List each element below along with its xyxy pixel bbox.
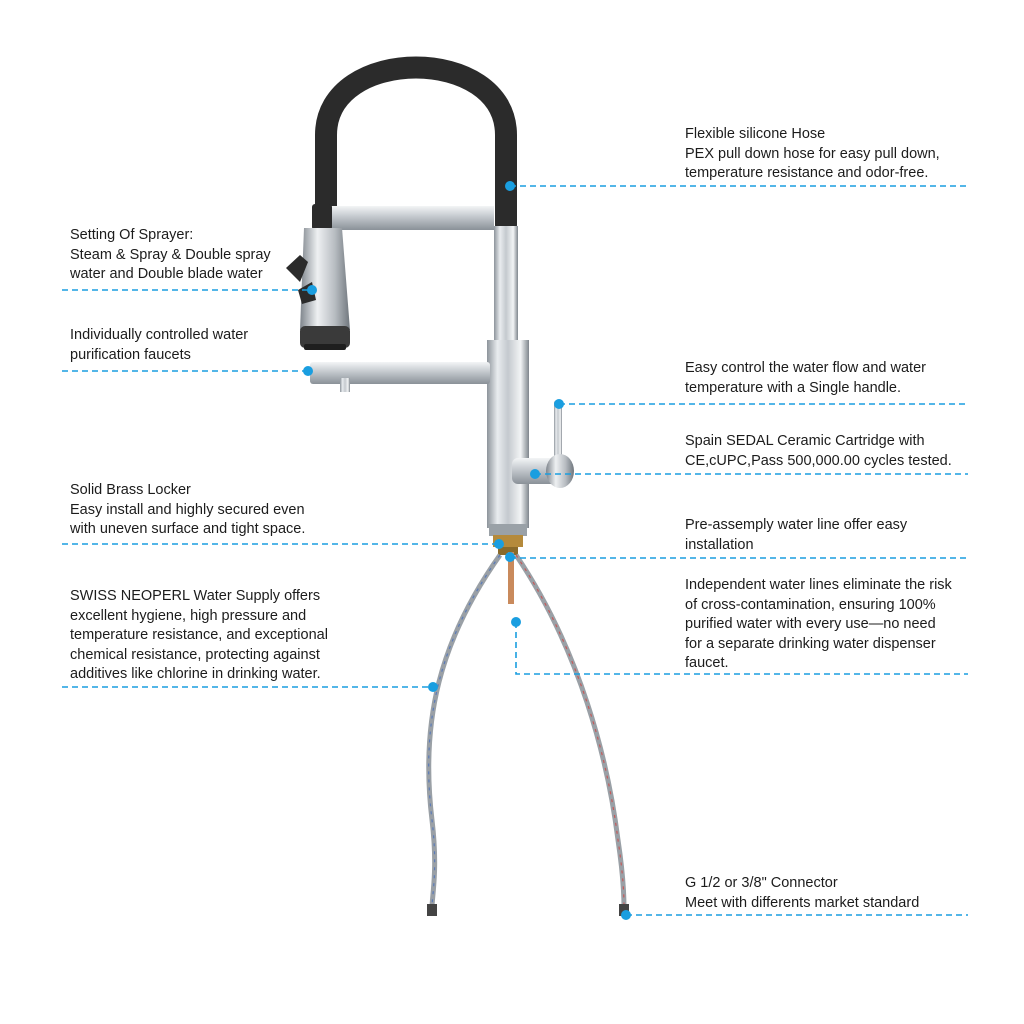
dot-cartridge bbox=[530, 469, 540, 479]
label-line: Easy control the water flow and water bbox=[685, 360, 926, 376]
label-line: excellent hygiene, high pressure and bbox=[70, 607, 307, 624]
dot-independent bbox=[511, 617, 521, 627]
dot-supply bbox=[428, 682, 438, 692]
dot-connector bbox=[621, 910, 631, 920]
leader-independent bbox=[515, 622, 968, 675]
sprayer-trigger bbox=[286, 255, 308, 282]
label-line: temperature resistance and odor-free. bbox=[685, 165, 929, 181]
handle-lever bbox=[554, 400, 562, 462]
label-line: for a separate drinking water dispenser bbox=[685, 635, 936, 652]
label-line: chemical resistance, protecting against bbox=[70, 646, 320, 663]
label-line: Solid Brass Locker bbox=[70, 482, 191, 498]
copper-water-line bbox=[508, 552, 514, 604]
dot-hose bbox=[505, 181, 515, 191]
spring-arm bbox=[318, 206, 494, 230]
label-line: Pre-assemply water line offer easy bbox=[685, 517, 908, 533]
sprayer-nozzle bbox=[300, 326, 350, 348]
label-line: CE,cUPC,Pass 500,000.00 cycles tested. bbox=[685, 452, 952, 469]
purifier-spout bbox=[310, 362, 490, 384]
dot-handle bbox=[554, 399, 564, 409]
label-line: with uneven surface and tight space. bbox=[70, 521, 306, 537]
label-purification: Individually controlled water purificati… bbox=[70, 326, 248, 365]
label-line: faucet. bbox=[685, 655, 729, 671]
handle-cap bbox=[546, 454, 574, 488]
brass-nut bbox=[498, 547, 518, 555]
sprayer-head bbox=[300, 228, 350, 330]
label-line: temperature resistance, and exceptional bbox=[70, 627, 328, 643]
label-line: of cross-contamination, ensuring 100% bbox=[685, 596, 936, 613]
supply-line-right bbox=[513, 553, 627, 909]
label-line: purified water with every use—no need bbox=[685, 616, 936, 632]
dot-locker bbox=[494, 539, 504, 549]
silicone-hose bbox=[315, 56, 517, 241]
faucet-column bbox=[487, 340, 529, 528]
supply-line-left-stripe bbox=[428, 554, 501, 909]
label-line: G 1/2 or 3/8" Connector bbox=[685, 875, 838, 891]
label-handle: Easy control the water flow and water te… bbox=[685, 359, 926, 398]
label-line: temperature with a Single handle. bbox=[685, 379, 902, 396]
connector-right bbox=[619, 904, 629, 916]
label-line: Flexible silicone Hose bbox=[685, 126, 826, 142]
label-line: water and Double blade water bbox=[70, 266, 263, 282]
dot-sprayer bbox=[307, 285, 317, 295]
label-hose: Flexible silicone Hose PEX pull down hos… bbox=[685, 125, 940, 184]
faucet-body bbox=[494, 226, 518, 346]
connector-left bbox=[427, 904, 437, 916]
label-cartridge: Spain SEDAL Ceramic Cartridge with CE,cU… bbox=[685, 432, 952, 471]
purifier-spout-tip bbox=[340, 378, 350, 392]
label-line: PEX pull down hose for easy pull down, bbox=[685, 145, 940, 162]
sprayer-face bbox=[304, 344, 346, 350]
hose-clip bbox=[312, 204, 332, 230]
label-line: Steam & Spray & Double spray bbox=[70, 246, 271, 263]
label-line: installation bbox=[685, 536, 754, 553]
label-line: Individually controlled water bbox=[70, 327, 249, 343]
label-locker: Solid Brass Locker Easy install and high… bbox=[70, 481, 305, 540]
supply-line-left bbox=[426, 553, 503, 909]
label-line: purification faucets bbox=[70, 346, 191, 363]
label-line: Independent water lines eliminate the ri… bbox=[685, 577, 952, 593]
label-line: Setting Of Sprayer: bbox=[70, 227, 194, 243]
label-preassembly: Pre-assemply water line offer easy insta… bbox=[685, 516, 907, 555]
label-line: Easy install and highly secured even bbox=[70, 501, 305, 518]
faucet-base bbox=[489, 524, 527, 536]
label-supply: SWISS NEOPERL Water Supply offers excell… bbox=[70, 587, 328, 685]
label-line: Spain SEDAL Ceramic Cartridge with bbox=[685, 433, 925, 449]
label-sprayer: Setting Of Sprayer: Steam & Spray & Doub… bbox=[70, 226, 271, 285]
dot-purification bbox=[303, 366, 313, 376]
supply-line-right-stripe bbox=[515, 554, 625, 909]
dot-preassembly bbox=[505, 552, 515, 562]
label-line: additives like chlorine in drinking wate… bbox=[70, 666, 321, 682]
label-connector: G 1/2 or 3/8" Connector Meet with differ… bbox=[685, 874, 919, 913]
label-line: Meet with differents market standard bbox=[685, 894, 920, 911]
label-line: SWISS NEOPERL Water Supply offers bbox=[70, 588, 321, 604]
label-independent: Independent water lines eliminate the ri… bbox=[685, 576, 952, 674]
